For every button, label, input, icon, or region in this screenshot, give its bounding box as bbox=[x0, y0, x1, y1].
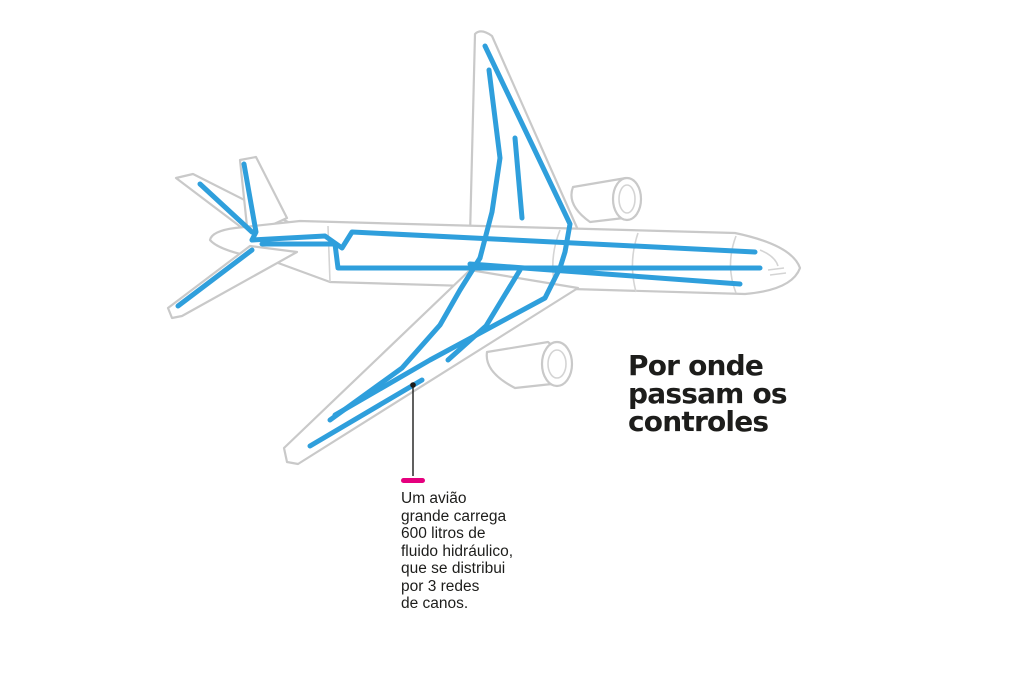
hydraulic-line-near-wing-outer bbox=[332, 265, 563, 418]
hydraulic-line-fuselage-bottom bbox=[467, 261, 743, 287]
hydraulic-line-far-wing-short bbox=[512, 135, 525, 221]
hydraulic-line-fin bbox=[241, 161, 259, 243]
callout-line: que se distribui bbox=[401, 560, 506, 577]
callout-line: 600 litros de bbox=[401, 525, 486, 542]
callout-point bbox=[410, 382, 416, 388]
far-engine bbox=[570, 176, 643, 224]
hydraulic-line-far-stabilizer bbox=[197, 181, 255, 235]
title-line: Por onde bbox=[628, 349, 764, 382]
hydraulic-line-near-stabilizer bbox=[175, 247, 255, 309]
title-line: controles bbox=[628, 405, 769, 438]
near-stabilizer bbox=[166, 244, 299, 320]
hydraulic-line-fuselage-middle bbox=[259, 241, 763, 271]
title-line: passam os bbox=[628, 377, 788, 410]
near-engine bbox=[485, 340, 574, 390]
hydraulic-line-near-wing-inner bbox=[327, 255, 483, 423]
callout-line: grande carrega bbox=[401, 507, 507, 525]
callout-marker bbox=[401, 478, 425, 483]
diagram-title: Por onde passam os controles bbox=[628, 352, 888, 436]
callout-line: Um avião bbox=[401, 490, 467, 507]
hydraulic-lines bbox=[175, 43, 763, 449]
callout-line: por 3 redes bbox=[401, 577, 480, 595]
cockpit bbox=[759, 249, 787, 276]
callout-text: Um avião grande carrega 600 litros de fl… bbox=[401, 490, 571, 613]
hydraulic-line-far-wing-outer bbox=[482, 43, 573, 271]
hydraulic-line-near-wing-tip bbox=[307, 377, 425, 449]
callout-line: de canos. bbox=[401, 595, 469, 612]
hydraulic-line-far-wing-inner bbox=[477, 67, 503, 261]
callout-line: fluido hidráulico, bbox=[401, 542, 514, 560]
hydraulic-line-near-wing-short bbox=[445, 267, 523, 363]
